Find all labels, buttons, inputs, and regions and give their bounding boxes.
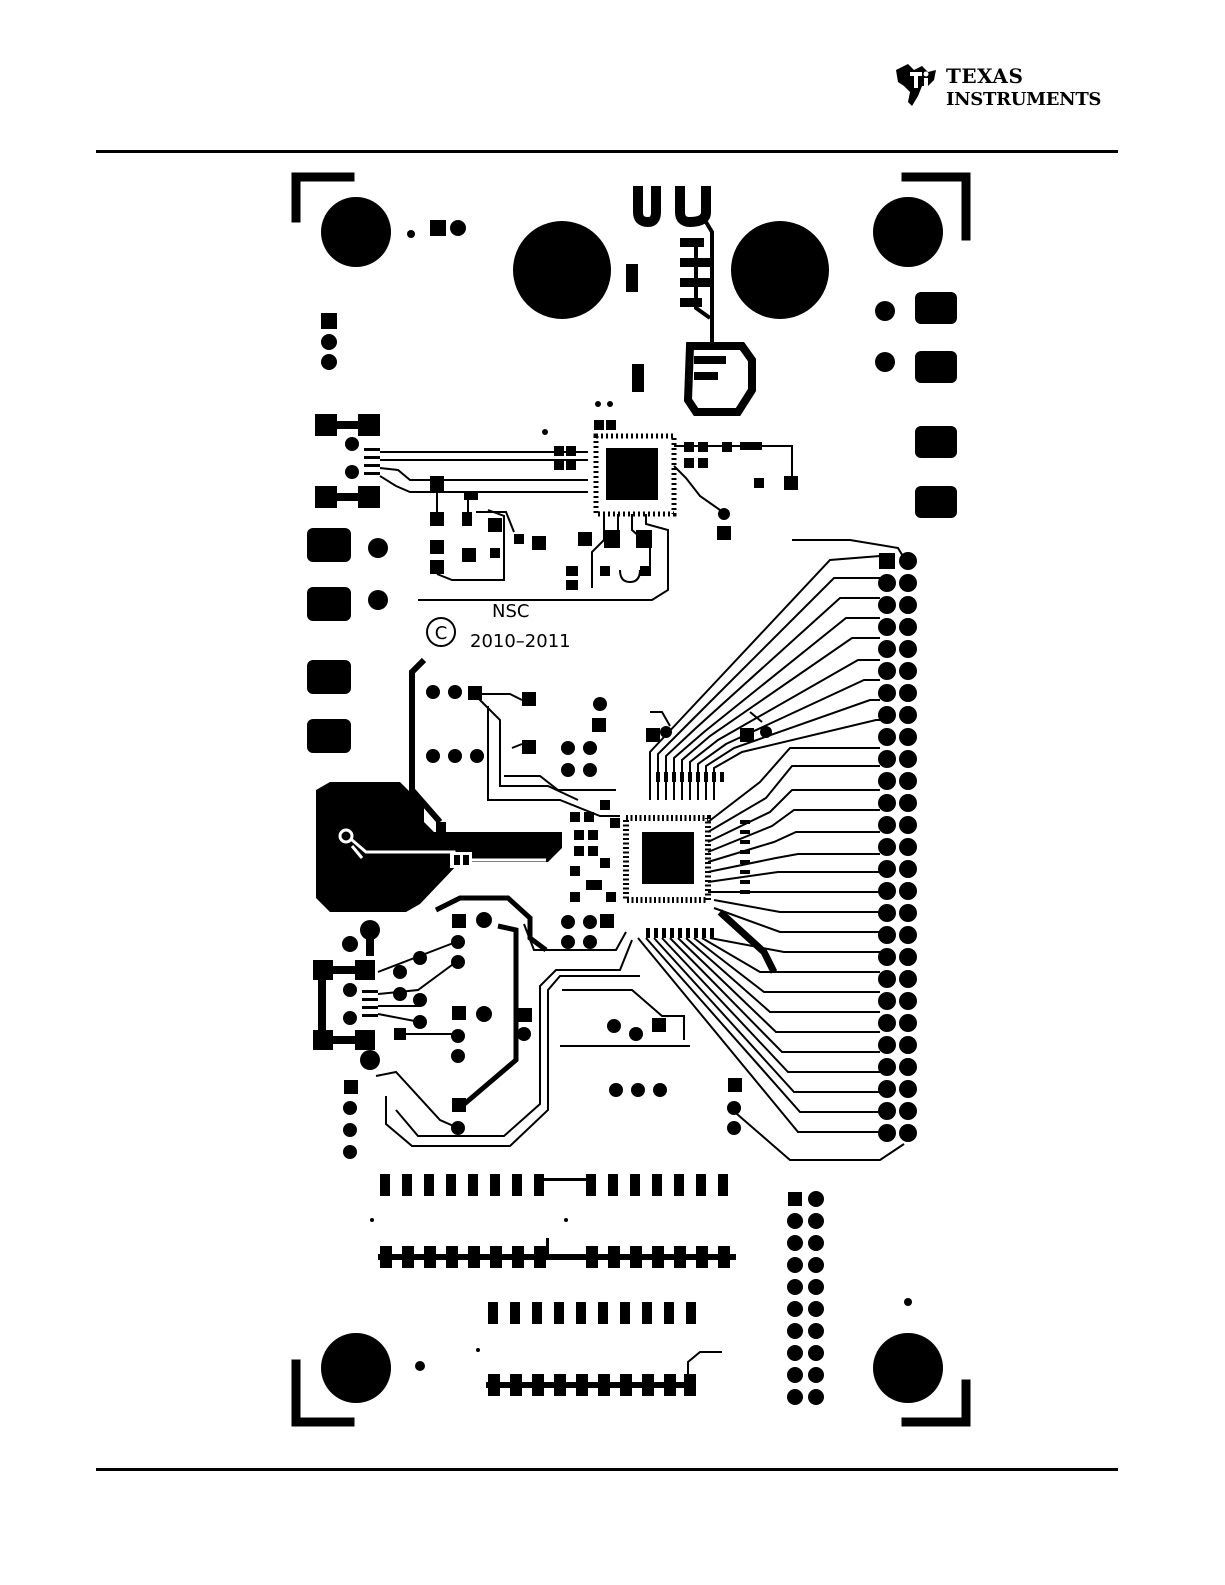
right-pads-upper xyxy=(875,292,957,518)
left-rounded-pads xyxy=(307,528,388,753)
bottom-header-right xyxy=(415,1191,912,1405)
footer-rule xyxy=(96,1468,1118,1471)
top-connector xyxy=(626,186,752,412)
silkscreen-company: NSC xyxy=(492,601,529,622)
silkscreen-years: 2010–2011 xyxy=(470,631,571,652)
bottom-pad-rows xyxy=(370,1174,736,1396)
left-middle-components xyxy=(412,660,772,832)
usb-connector-lower xyxy=(313,898,742,1159)
analog-input-area xyxy=(316,782,562,912)
usb-connector-upper xyxy=(315,414,380,508)
mcu-main xyxy=(561,772,750,949)
silkscreen: C NSC 2010–2011 xyxy=(427,601,571,652)
right-edge-header xyxy=(878,552,917,1142)
copyright-symbol: C xyxy=(435,623,448,644)
